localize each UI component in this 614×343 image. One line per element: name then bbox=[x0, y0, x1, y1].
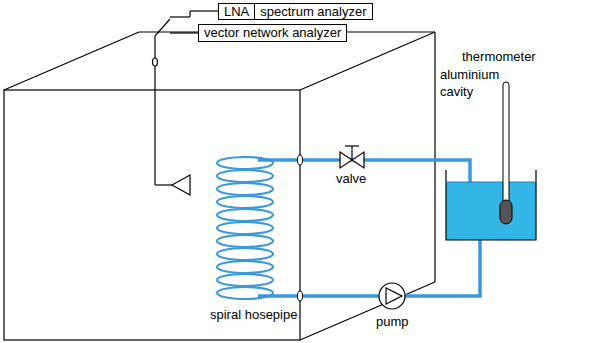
box-text: spectrum analyzer bbox=[260, 4, 366, 19]
box-text: vector network analyzer bbox=[204, 25, 341, 40]
cavity-outline bbox=[4, 32, 435, 340]
pump-symbol bbox=[379, 283, 405, 309]
spiral-hosepipe bbox=[217, 157, 273, 299]
amplifier-box: LNA bbox=[218, 3, 255, 20]
thermometer-symbol bbox=[500, 82, 512, 224]
wall-feedthrough bbox=[298, 155, 303, 301]
part-label: thermometer bbox=[462, 48, 536, 65]
valve-symbol bbox=[340, 146, 364, 168]
part-label: valve bbox=[336, 170, 366, 187]
part-label: pump bbox=[376, 313, 409, 330]
water-tank bbox=[446, 170, 536, 240]
box-text: LNA bbox=[224, 4, 249, 19]
instrument-box: spectrum analyzer bbox=[254, 3, 372, 20]
part-label: aluminium cavity bbox=[440, 66, 520, 100]
instrument-box: vector network analyzer bbox=[198, 24, 347, 42]
part-label: spiral hosepipe bbox=[210, 306, 297, 323]
